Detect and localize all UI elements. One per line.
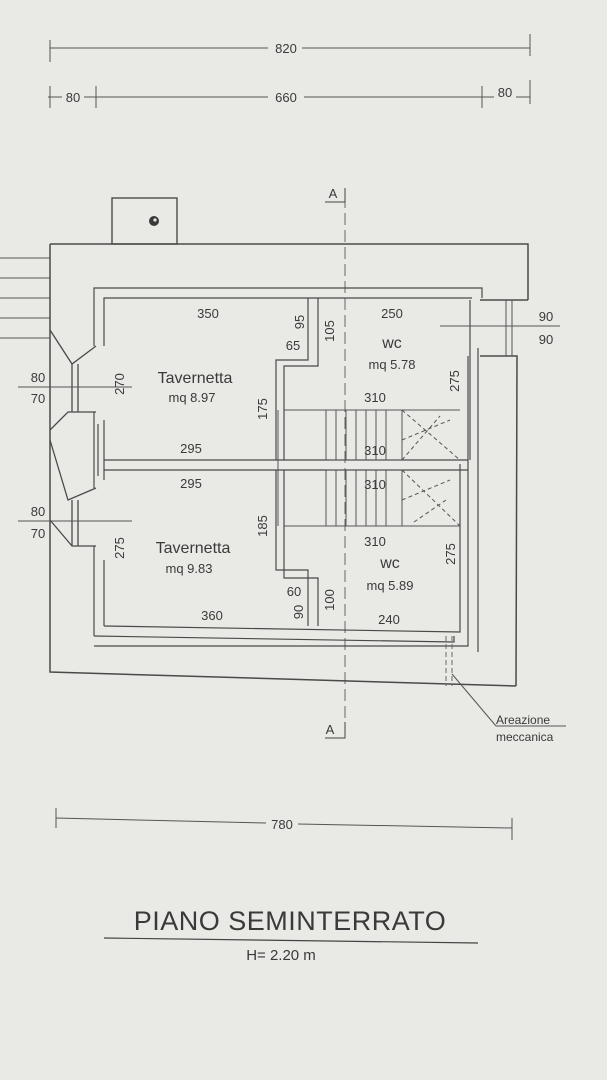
left-wall-dim-lines — [18, 386, 132, 522]
dim-tav-lower-height: 275 — [112, 537, 127, 559]
dim-tav-lower-top: 295 — [180, 476, 202, 491]
staircase — [277, 409, 461, 527]
dim-wc-upper-side: 105 — [322, 320, 337, 342]
room-name-tavernetta-lower: Tavernetta — [156, 540, 231, 557]
dim-tav-upper-notch-w: 65 — [286, 338, 300, 353]
room-area-wc-lower: mq 5.89 — [367, 578, 414, 593]
dim-tav-upper-notch-h: 95 — [292, 315, 307, 329]
dim-tav-lower-stair: 185 — [255, 515, 270, 537]
dim-wc-lower-right: 275 — [443, 543, 458, 565]
outer-wall — [49, 243, 529, 687]
room-name-tavernetta-upper: Tavernetta — [158, 370, 233, 387]
right-wall-detail — [440, 300, 560, 356]
dim-left-wall-upper-b: 70 — [31, 391, 45, 406]
dim-tav-lower-notch-h: 90 — [291, 605, 306, 619]
ventilation-label-2: meccanica — [496, 730, 554, 744]
section-arrow-top — [325, 188, 346, 203]
dim-wc-upper-stair-b: 310 — [364, 443, 386, 458]
dim-right-wall-a: 90 — [539, 309, 553, 324]
dim-wc-lower-stair-b: 310 — [364, 534, 386, 549]
room-area-tavernetta-lower: mq 9.83 — [166, 561, 213, 576]
chimney-box — [111, 197, 178, 245]
room-name-wc-upper: wc — [381, 335, 402, 352]
dim-wc-upper-right: 275 — [447, 370, 462, 392]
drawing-subtitle: H= 2.20 m — [246, 947, 316, 964]
dimension-chain-bottom — [55, 808, 513, 840]
section-mark-top: A — [329, 186, 338, 201]
dim-tav-lower-notch-w: 60 — [287, 584, 301, 599]
left-stubs — [0, 257, 50, 339]
dim-right-offset: 80 — [498, 85, 512, 100]
dim-wc-lower-side: 100 — [322, 589, 337, 611]
dim-right-wall-b: 90 — [539, 332, 553, 347]
dim-wc-lower-stair-a: 310 — [364, 477, 386, 492]
dim-wc-upper-top: 250 — [381, 306, 403, 321]
section-mark-bottom: A — [326, 722, 335, 737]
dim-tav-upper-top: 350 — [197, 306, 219, 321]
interior-walls — [93, 287, 483, 652]
room-area-tavernetta-upper: mq 8.97 — [169, 390, 216, 405]
dim-tav-lower-bottom: 360 — [201, 608, 223, 623]
section-arrow-bottom — [325, 722, 346, 739]
dimension-chain-top — [48, 34, 531, 108]
dim-overall-top: 820 — [275, 41, 297, 56]
dim-tav-upper-bottom: 295 — [180, 441, 202, 456]
dim-tav-upper-stair: 175 — [255, 398, 270, 420]
ventilation-leader — [451, 673, 566, 727]
dim-left-wall-upper-a: 80 — [31, 370, 45, 385]
room-area-wc-upper: mq 5.78 — [369, 357, 416, 372]
dim-left-wall-lower-a: 80 — [31, 504, 45, 519]
dim-wc-lower-bottom: 240 — [378, 612, 400, 627]
dim-middle-span: 660 — [275, 90, 297, 105]
dim-overall-bottom: 780 — [271, 817, 293, 832]
wall-niches — [49, 329, 97, 547]
dim-left-offset: 80 — [66, 90, 80, 105]
ventilation-duct — [445, 636, 453, 686]
ventilation-label-1: Areazione — [496, 713, 550, 727]
dim-left-wall-lower-b: 70 — [31, 526, 45, 541]
dim-wc-upper-stair-a: 310 — [364, 390, 386, 405]
drawing-title: PIANO SEMINTERRATO — [134, 906, 447, 936]
title-underline — [103, 937, 479, 944]
room-name-wc-lower: wc — [379, 555, 400, 572]
dim-tav-upper-height: 270 — [112, 373, 127, 395]
